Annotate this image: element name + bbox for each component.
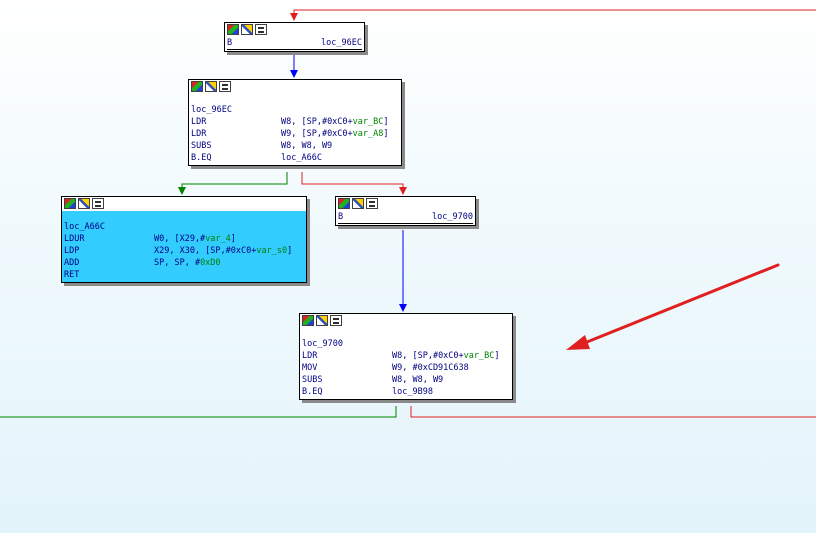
mnemonic: SUBS (191, 141, 212, 151)
color-icon[interactable] (338, 198, 350, 209)
jump-target[interactable]: loc_A66C (281, 153, 322, 163)
mnemonic: B.EQ (191, 153, 212, 163)
color-icon[interactable] (64, 198, 76, 209)
block-label[interactable]: loc_96EC (191, 105, 232, 115)
block-b-loc-96ec[interactable]: B loc_96EC (224, 22, 365, 52)
pencil-icon[interactable] (78, 198, 90, 209)
mnemonic: B (338, 212, 344, 222)
mnemonic: LDR (302, 351, 318, 361)
pencil-icon[interactable] (241, 24, 253, 35)
mnemonic: ADD (64, 258, 80, 268)
instruction-line[interactable]: B loc_96EC (227, 37, 362, 50)
jump-target[interactable]: loc_96EC (321, 38, 362, 48)
mnemonic: LDP (64, 246, 80, 256)
block-titlebar (62, 197, 306, 211)
mnemonic: B.EQ (302, 387, 323, 397)
instruction-line[interactable]: RET (64, 269, 304, 281)
mnemonic: SUBS (302, 375, 323, 385)
pencil-icon[interactable] (205, 81, 217, 92)
block-titlebar (336, 197, 475, 211)
instruction-line[interactable]: B loc_9700 (338, 211, 473, 224)
graph-icon[interactable] (219, 81, 231, 92)
mnemonic: LDR (191, 129, 207, 139)
instruction-line[interactable]: B.EQ loc_A66C (191, 152, 399, 164)
color-icon[interactable] (191, 81, 203, 92)
block-titlebar (300, 314, 512, 328)
graph-icon[interactable] (255, 24, 267, 35)
color-icon[interactable] (302, 315, 314, 326)
block-titlebar (189, 80, 401, 94)
block-label[interactable]: loc_9700 (302, 339, 343, 349)
block-b-loc-9700[interactable]: B loc_9700 (335, 196, 476, 226)
instruction-line[interactable]: B.EQ loc_9B98 (302, 386, 510, 398)
mnemonic: RET (64, 270, 80, 280)
block-label[interactable]: loc_A66C (64, 222, 105, 232)
pencil-icon[interactable] (352, 198, 364, 209)
mnemonic: MOV (302, 363, 318, 373)
color-icon[interactable] (227, 24, 239, 35)
jump-target[interactable]: loc_9B98 (392, 387, 433, 397)
mnemonic: B (227, 38, 233, 48)
pencil-icon[interactable] (316, 315, 328, 326)
graph-icon[interactable] (366, 198, 378, 209)
block-titlebar (225, 23, 364, 37)
mnemonic: LDR (191, 117, 207, 127)
jump-target[interactable]: loc_9700 (432, 212, 473, 222)
mnemonic: LDUR (64, 234, 85, 244)
graph-icon[interactable] (92, 198, 104, 209)
graph-icon[interactable] (330, 315, 342, 326)
